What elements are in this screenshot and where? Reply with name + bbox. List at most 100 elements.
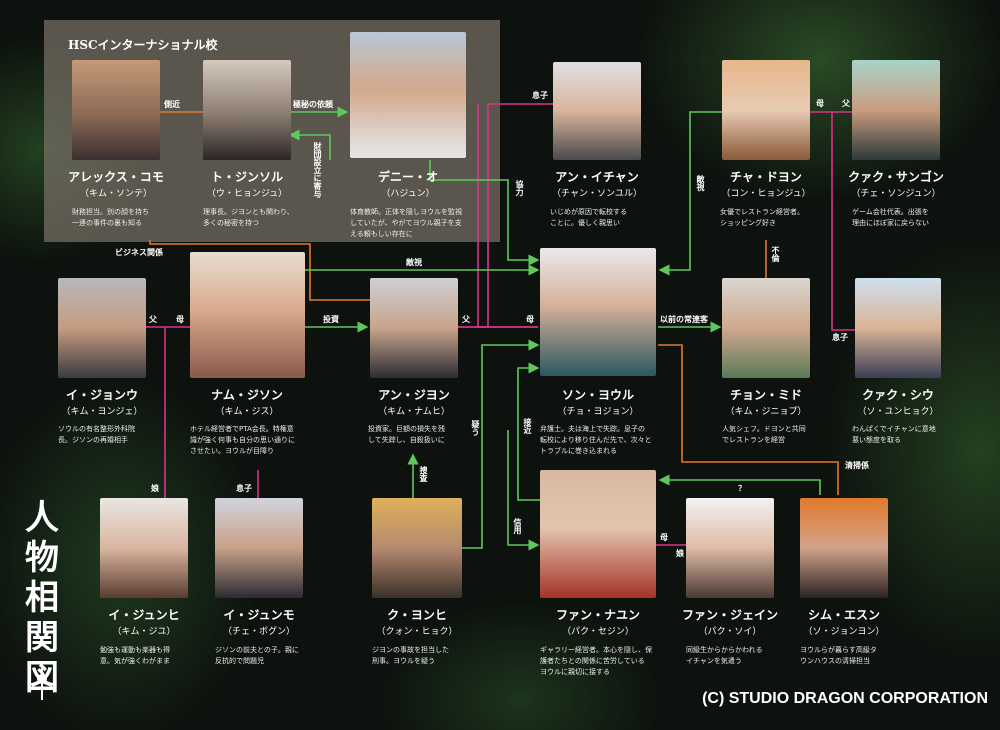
person-card-nayun[interactable] — [540, 470, 656, 598]
youl-actor: （チョ・ヨジョン） — [557, 407, 639, 417]
yonhi-actor: （クォン・ヒョク） — [376, 627, 458, 637]
rel-label-gokuhi: 極秘の依頼 — [293, 100, 333, 109]
person-card-alex[interactable] — [72, 60, 160, 160]
copyright-notice: (C) STUDIO DRAGON CORPORATION — [702, 690, 988, 707]
siu-photo — [855, 278, 941, 378]
mido-photo — [722, 278, 810, 378]
school-group-title: HSCインターナショナル校 — [68, 38, 218, 52]
person-card-junmo[interactable] — [215, 498, 303, 598]
yonhi-name: ク・ヨンヒ — [387, 608, 447, 622]
person-card-jison[interactable] — [190, 252, 305, 378]
rel-label-sousa: 捜査 — [419, 466, 428, 482]
rel-label-haha2: 母 — [176, 315, 184, 324]
diagram-title-char: 人 — [25, 498, 59, 538]
person-card-siu[interactable] — [855, 278, 941, 378]
person-card-jein[interactable] — [686, 498, 774, 598]
title-decor-dot — [37, 674, 47, 684]
line-yonhi-youl — [462, 339, 540, 549]
junhi-actor: （キム・ジユ） — [112, 627, 176, 637]
rel-label-haha1: 母 — [816, 99, 824, 108]
junhi-name: イ・ジュンヒ — [108, 608, 180, 622]
alex-actor: （キム・ソンテ） — [79, 189, 153, 199]
ichan-desc: いじめが原因で転校する ことに。優しく親思い — [550, 208, 627, 227]
esun-photo — [800, 498, 888, 598]
rel-label-shinyo: 信用 — [513, 518, 522, 534]
person-card-danny[interactable] — [350, 32, 466, 158]
junmo-actor: （チェ・ボグン） — [222, 627, 296, 637]
rel-label-business: ビジネス関係 — [115, 248, 163, 257]
alex-desc: 財務担当。別の顔を持ち 一連の事件の裏も知る — [72, 208, 149, 227]
person-card-youl[interactable] — [540, 248, 656, 376]
line-youl-esun — [658, 344, 839, 495]
person-card-jiyon[interactable] — [370, 278, 458, 378]
person-card-mido[interactable] — [722, 278, 810, 378]
rel-label-jouren: 以前の常連客 — [660, 315, 708, 324]
nayun-desc: ギャラリー経営者。本心を隠し、保 護者たちとの関係に苦労している ヨウルに親切に… — [540, 646, 652, 676]
jongwoo-desc: ソウルの有名整形外科院 長。ジソンの再婚相手 — [58, 425, 135, 444]
person-card-yonhi[interactable] — [372, 498, 462, 598]
jison-photo — [190, 252, 305, 378]
ichan-photo — [553, 62, 641, 160]
person-card-jongwoo[interactable] — [58, 278, 146, 378]
alex-name: アレックス・コモ — [68, 170, 164, 184]
jison-name: ナム・ジソン — [211, 388, 283, 402]
person-card-sangon[interactable] — [852, 60, 940, 160]
line-esun-nayun — [658, 474, 821, 495]
esun-actor: （ソ・ジョンヨン） — [803, 627, 885, 637]
jiyon-photo — [370, 278, 458, 378]
person-card-esun[interactable] — [800, 498, 888, 598]
tojinsol-desc: 理事長。ジヨンとも関わり、 多くの秘密を持つ — [203, 208, 294, 227]
danny-desc: 体育教師。正体を隠しヨウルを監視 していたが、やがてヨウル親子を支 える頼もしい… — [350, 208, 462, 238]
nayun-actor: （パク・セジン） — [562, 627, 634, 637]
rel-label-haha4: 母 — [660, 533, 668, 542]
jongwoo-photo — [58, 278, 146, 378]
rel-label-kyoryoku: 協力 — [515, 180, 524, 196]
tojinsol-name: ト・ジンソル — [210, 170, 284, 184]
youl-name: ソン・ヨウル — [561, 388, 635, 402]
mido-actor: （キム・ジニョプ） — [725, 407, 807, 417]
rel-label-musuko1: 息子 — [532, 91, 548, 100]
mido-desc: 人気シェフ。ドヨンと共同 でレストランを経営 — [722, 425, 806, 444]
jison-actor: （キム・ジス） — [215, 407, 279, 417]
junmo-desc: ジソンの前夫との子。親に 反抗的で問題児 — [215, 646, 299, 665]
esun-name: シム・エスン — [807, 608, 881, 622]
person-card-tojinsol[interactable] — [203, 60, 291, 160]
jein-name: ファン・ジェイン — [681, 608, 779, 622]
person-card-junhi[interactable] — [100, 498, 188, 598]
tojinsol-actor: （ウ・ヒョンジュ） — [206, 189, 288, 199]
junmo-photo — [215, 498, 303, 598]
person-card-ichan[interactable] — [553, 62, 641, 160]
rel-label-utagau: 疑う — [471, 420, 480, 436]
rel-label-tekishi1: 敵視 — [696, 175, 705, 191]
alex-photo — [72, 60, 160, 160]
youl-photo — [540, 248, 656, 376]
siu-actor: （ソ・ユンヒョク） — [857, 407, 939, 417]
junmo-name: イ・ジュンモ — [223, 608, 295, 622]
line-sangon-siu — [831, 112, 855, 331]
rel-label-musuko2: 息子 — [832, 333, 848, 342]
doyon-actor: （コン・ヒョンジュ） — [721, 189, 811, 199]
nayun-photo — [540, 470, 656, 598]
ichan-actor: （チャン・ソンユル） — [552, 189, 642, 199]
tojinsol-photo — [203, 60, 291, 160]
junhi-desc: 勉強も運動も楽器も得 意。気が強くわがまま — [100, 646, 170, 665]
jison-desc: ホテル経営者でPTA会長。特権意 識が強く何事も自分の思い通りに させたい。ヨウ… — [190, 425, 295, 455]
person-card-doyon[interactable] — [722, 60, 810, 160]
jongwoo-name: イ・ジョンウ — [65, 388, 139, 402]
jiyon-actor: （キム・ナムヒ） — [378, 407, 450, 417]
nayun-name: ファン・ナユン — [555, 608, 641, 622]
yonhi-photo — [372, 498, 462, 598]
line-business — [149, 240, 370, 301]
line-nayun-youl — [517, 362, 540, 501]
line-danny-tojinsol-zaidan — [288, 129, 331, 160]
sangon-actor: （チェ・ソンジュン） — [851, 189, 941, 199]
rel-label-seisou: 清掃係 — [845, 461, 869, 470]
rel-label-haha3: 母 — [526, 315, 534, 324]
rel-label-fu-rin: 不倫 — [771, 246, 780, 262]
danny-photo — [350, 32, 466, 158]
ichan-name: アン・イチャン — [555, 170, 639, 184]
jongwoo-actor: （キム・ヨンジェ） — [61, 407, 143, 417]
jein-desc: 同級生からからかわれる イチャンを気遣う — [686, 646, 763, 665]
rel-label-sokkin: 側近 — [164, 100, 180, 109]
